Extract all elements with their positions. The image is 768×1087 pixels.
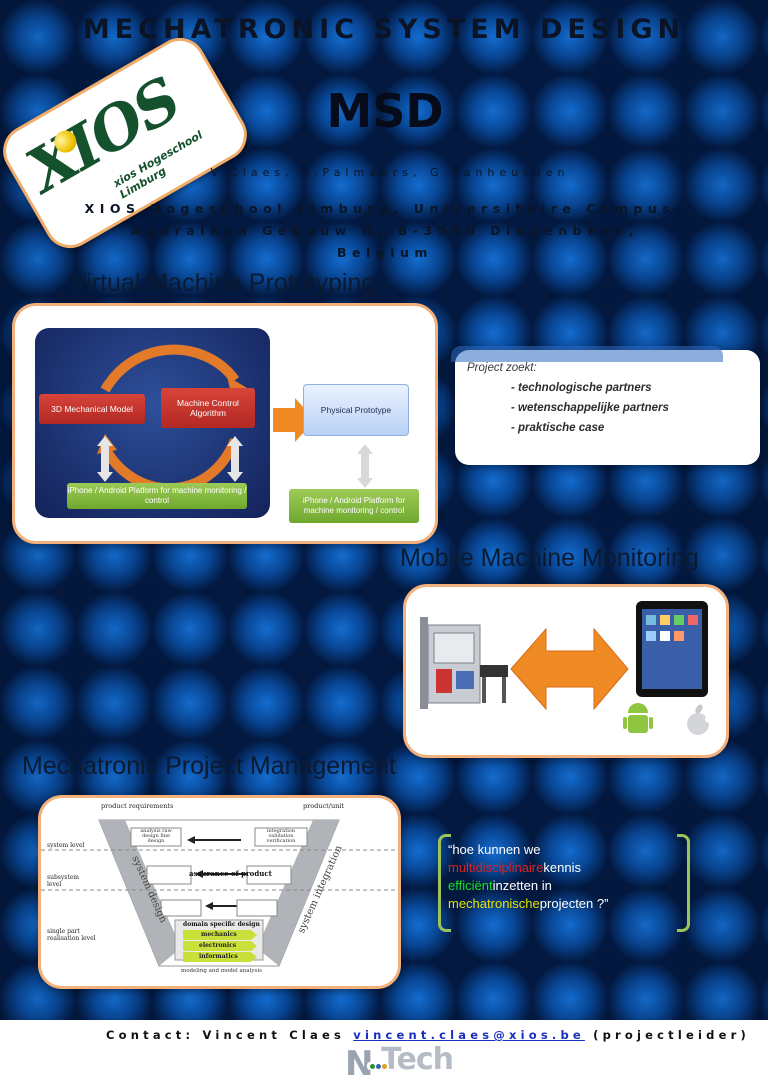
poster-background: MECHATRONIC SYSTEM DESIGN MSD V.Claes, S… bbox=[0, 0, 768, 1020]
label-electronics: electronics bbox=[199, 942, 237, 949]
label-modeling: modeling and model analysis bbox=[181, 968, 262, 974]
informatics-arrow bbox=[183, 952, 257, 962]
tablet-image bbox=[636, 601, 708, 697]
contact-role: (projectleider) bbox=[593, 1028, 750, 1042]
analysis-text: analysis raw design fine design bbox=[140, 828, 172, 844]
box-platform-right: iPhone / Android Platform for machine mo… bbox=[289, 489, 419, 523]
project-box-tab bbox=[451, 346, 723, 362]
v-right-band bbox=[257, 820, 339, 966]
label-assurance: assurance of product bbox=[189, 869, 272, 878]
android-icon bbox=[623, 703, 653, 733]
mmm-card bbox=[403, 584, 729, 758]
ntech-logo: N Tech bbox=[345, 1042, 454, 1084]
integration-box-1 bbox=[254, 827, 308, 847]
project-box: Project zoekt: - technologische partners… bbox=[451, 346, 760, 465]
ntech-dots-icon bbox=[367, 1062, 389, 1070]
cycle-arrow-bottom bbox=[100, 438, 240, 494]
v-left-band bbox=[99, 820, 181, 966]
quote-highlight-red: multidisciplinaire bbox=[448, 860, 544, 875]
apple-icon bbox=[687, 704, 713, 735]
bidirectional-arrow-icon bbox=[510, 627, 629, 711]
quote-highlight-green: efficiënt bbox=[448, 878, 493, 893]
integration-text: integration validation verification bbox=[266, 828, 296, 844]
vmodel-card: product requirements product/unit system… bbox=[38, 795, 401, 989]
footer: Contact: Vincent Claes vincent.claes@xio… bbox=[0, 1020, 768, 1087]
box-platform-left: iPhone / Android Platform for machine mo… bbox=[67, 483, 247, 509]
section-title-mpm: Mechatronic Project Management bbox=[22, 752, 396, 780]
integration-box-2 bbox=[246, 865, 292, 885]
quote-part: kennis bbox=[543, 860, 581, 875]
right-bracket bbox=[677, 834, 690, 932]
electronics-arrow bbox=[183, 941, 257, 951]
analysis-box-2 bbox=[146, 865, 192, 885]
project-heading: Project zoekt: bbox=[467, 362, 537, 374]
address: XIOS Hogeschool Limburg, Universitaire C… bbox=[80, 198, 690, 264]
v-model-diagram bbox=[41, 819, 398, 967]
mechanics-arrow bbox=[183, 930, 257, 940]
quote-highlight-yellow: mechatronische bbox=[448, 896, 540, 911]
updown-arrow-icon bbox=[357, 444, 373, 488]
machine-image bbox=[420, 617, 508, 709]
label-domain-design: domain specific design bbox=[183, 921, 260, 928]
section-title-vmp: Virtual Machine Prototyping bbox=[70, 269, 376, 297]
project-item: - praktische case bbox=[511, 422, 605, 434]
contact-line: Contact: Vincent Claes vincent.claes@xio… bbox=[106, 1028, 750, 1042]
quote-text: “hoe kunnen we multidisciplinairekennis … bbox=[448, 841, 678, 913]
logo-word: XIOS bbox=[15, 64, 192, 207]
address-line-1: XIOS Hogeschool Limburg, Universitaire C… bbox=[84, 201, 686, 216]
quote-part: projecten ?” bbox=[539, 896, 609, 911]
poster-acronym: MSD bbox=[326, 84, 444, 138]
project-text: Project zoekt: - technologische partners… bbox=[467, 358, 669, 438]
contact-label: Contact: Vincent Claes bbox=[106, 1028, 346, 1042]
label-subsystem-level: subsystem level bbox=[47, 874, 79, 888]
project-item: - wetenschappelijke partners bbox=[511, 402, 669, 414]
box-mechanical-model: 3D Mechanical Model bbox=[39, 394, 145, 424]
poster-title: MECHATRONIC SYSTEM DESIGN bbox=[82, 14, 686, 45]
section-title-mmm: Mobile Machine Monitoring bbox=[400, 544, 699, 572]
left-bracket bbox=[438, 834, 451, 932]
vmp-diagram-card: 3D Mechanical Model Machine Control Algo… bbox=[12, 303, 438, 544]
analysis-box-3 bbox=[160, 899, 202, 917]
project-item: - technologische partners bbox=[511, 382, 652, 394]
updown-arrow-icon bbox=[227, 436, 243, 482]
label-mechanics: mechanics bbox=[201, 931, 237, 938]
label-product-unit: product/unit bbox=[303, 802, 345, 810]
cycle-arrow-top bbox=[100, 344, 240, 393]
updown-arrow-icon bbox=[97, 436, 113, 482]
contact-email-link[interactable]: vincent.claes@xios.be bbox=[353, 1028, 585, 1042]
integration-box-3 bbox=[236, 899, 278, 917]
box-physical-prototype: Physical Prototype bbox=[303, 384, 409, 436]
label-product-requirements: product requirements bbox=[101, 802, 174, 810]
quote-box: “hoe kunnen we multidisciplinairekennis … bbox=[438, 834, 690, 932]
label-system-level: system level bbox=[47, 842, 85, 849]
label-single-part-level: single part realisation level bbox=[47, 928, 96, 942]
mmm-illustration bbox=[420, 601, 713, 735]
address-line-2: Agoralaan Gebouw H, B-3590 Diepenbeek, B… bbox=[130, 223, 640, 260]
authors: V.Claes, S.Palmaers, G.Vanheusden bbox=[210, 166, 570, 179]
label-informatics: informatics bbox=[199, 953, 238, 960]
quote-part: inzetten in bbox=[492, 878, 552, 893]
analysis-box-1 bbox=[130, 827, 182, 847]
ntech-logo-text: Tech bbox=[381, 1042, 454, 1077]
quote-part: “hoe kunnen we bbox=[448, 842, 541, 857]
box-control-algorithm: Machine Control Algorithm bbox=[161, 388, 255, 428]
